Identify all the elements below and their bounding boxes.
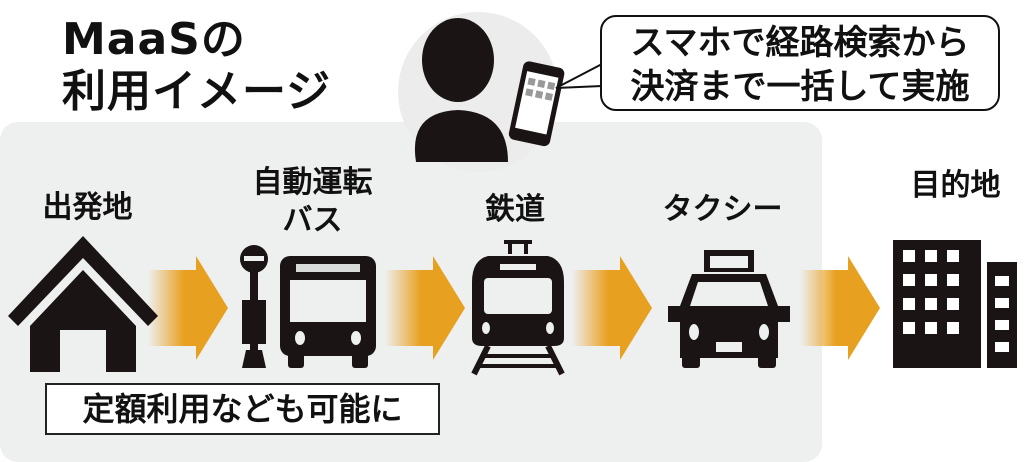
building-icon [893,240,1017,368]
bus-label-line-2: バス [282,203,343,238]
arrow-icon [800,256,880,360]
title-line-2: 利用イメージ [62,66,332,117]
train-icon [471,240,565,376]
person-with-phone-icon [414,18,565,162]
page-title: MaaSの 利用イメージ [62,14,331,118]
bubble-line-1: スマホで経路検索から [630,23,970,63]
bus-stop-icon [240,245,268,368]
bus-label-line-1: 自動運転 [252,165,373,200]
bubble-line-2: 決済まで一括して実施 [630,67,970,107]
step-label-origin: 出発地 [42,190,133,225]
speech-bubble: スマホで経路検索から 決済まで一括して実施 [600,15,1000,111]
step-label-bus: 自動運転 バス [235,164,390,240]
taxi-icon [668,250,790,368]
bus-icon [280,256,376,368]
step-label-train: 鉄道 [485,192,545,227]
flat-rate-note: 定額利用なども可能に [45,383,440,435]
bubble-tail [555,63,603,89]
arrow-icon [572,256,652,360]
house-icon [8,236,158,372]
title-line-1: MaaSの [62,14,246,65]
arrow-icon [385,256,465,360]
step-label-destination: 目的地 [910,168,1001,203]
arrow-icon [148,256,228,360]
step-label-taxi: タクシー [662,192,783,227]
